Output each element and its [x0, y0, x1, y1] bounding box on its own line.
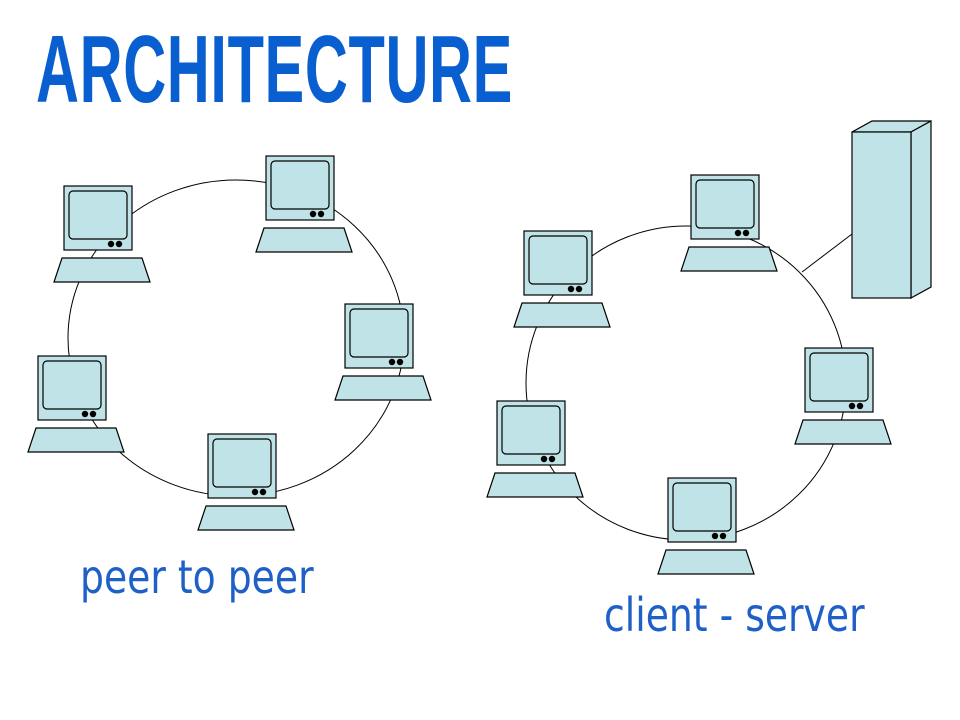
peer-to-peer-network: [27, 155, 432, 531]
client-server-label: client - server: [604, 588, 865, 642]
computer-icon: [255, 155, 353, 253]
computer-icon: [334, 303, 432, 401]
computer-icon: [197, 433, 295, 531]
server-icon: [851, 119, 932, 300]
computer-icon: [657, 477, 755, 575]
computer-icon: [513, 230, 611, 328]
computer-icon: [794, 347, 892, 445]
peer-to-peer-label: peer to peer: [80, 550, 314, 604]
server-link: [801, 233, 853, 273]
computer-icon: [27, 355, 125, 453]
computer-icon: [680, 174, 778, 272]
computer-icon: [486, 400, 584, 498]
client-server-network: [486, 119, 932, 575]
computer-icon: [53, 185, 151, 283]
